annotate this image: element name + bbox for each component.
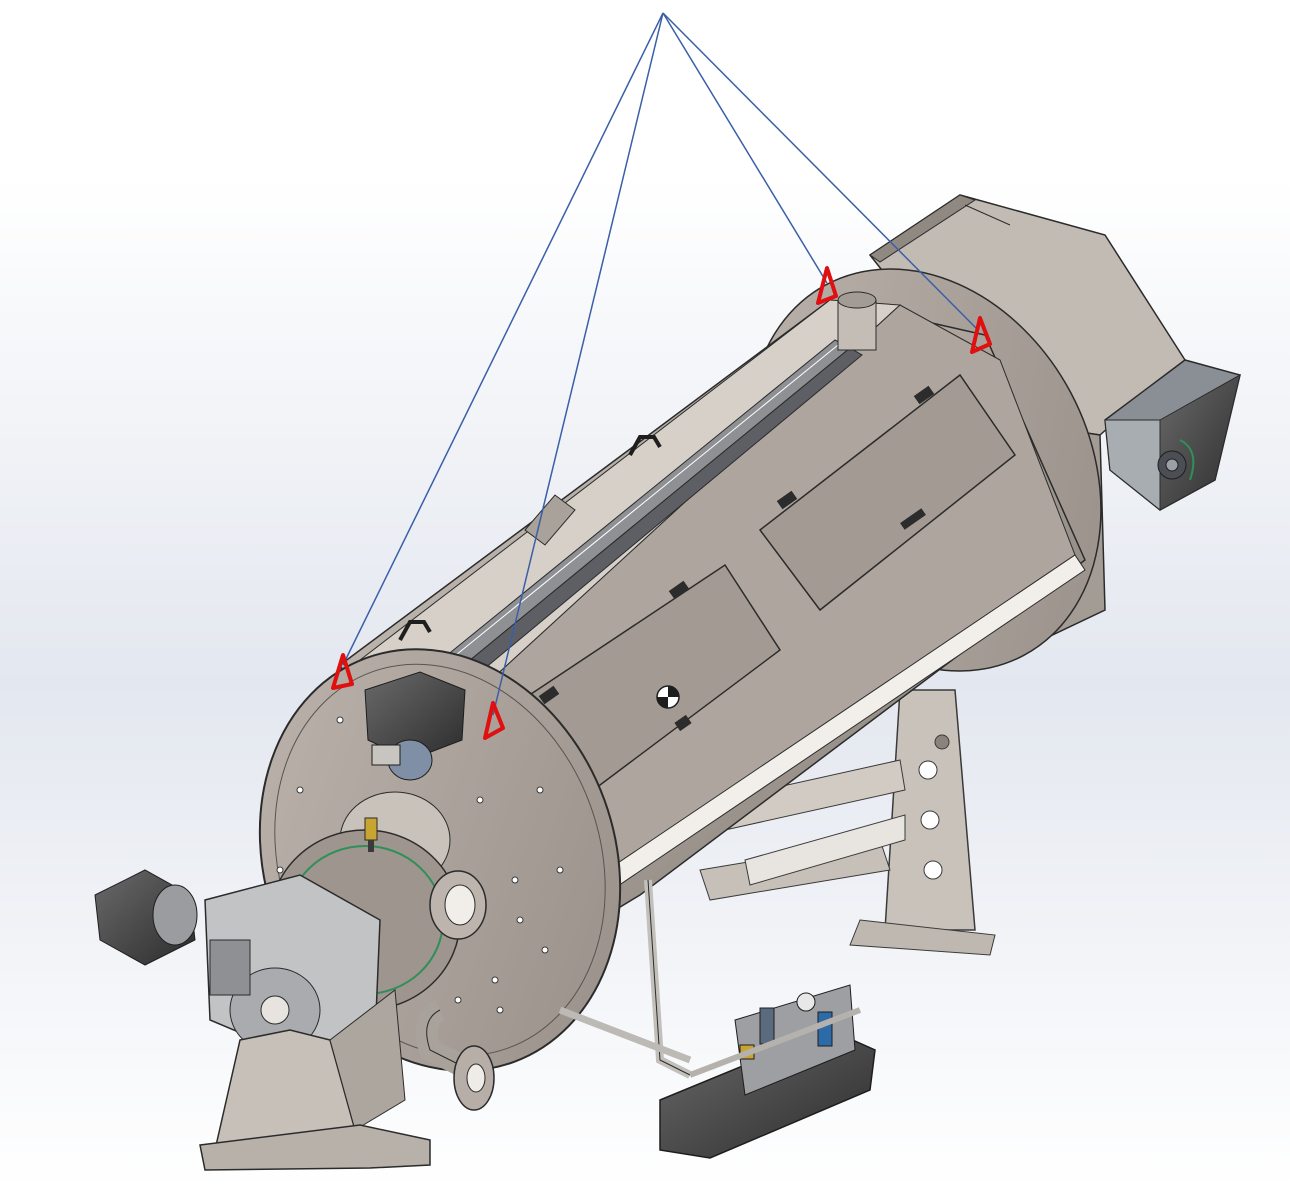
center-of-mass-icon bbox=[656, 685, 680, 709]
support-frame-front bbox=[199, 989, 431, 1171]
lifting-line-4 bbox=[662, 12, 979, 331]
support-frame-rear bbox=[699, 689, 996, 956]
drain-pipe bbox=[558, 879, 692, 1079]
lifting-line-1 bbox=[342, 12, 664, 666]
inspection-door-2 bbox=[758, 373, 1017, 612]
lifting-lug-icon-1 bbox=[331, 653, 354, 690]
control-box bbox=[1104, 359, 1241, 512]
top-nozzle bbox=[837, 291, 877, 351]
lifting-lines bbox=[342, 12, 979, 716]
lifting-lug-icon-2 bbox=[483, 701, 505, 740]
motor-gearbox bbox=[94, 869, 381, 1061]
lifting-lug-icon-3 bbox=[816, 266, 838, 305]
lifting-line-2 bbox=[492, 12, 664, 716]
lifting-line-3 bbox=[662, 12, 828, 284]
flanged-pipes bbox=[415, 1000, 495, 1111]
lifting-lug-icon-4 bbox=[970, 316, 992, 354]
valve-panel bbox=[659, 984, 876, 1159]
upper-motor bbox=[364, 671, 466, 781]
